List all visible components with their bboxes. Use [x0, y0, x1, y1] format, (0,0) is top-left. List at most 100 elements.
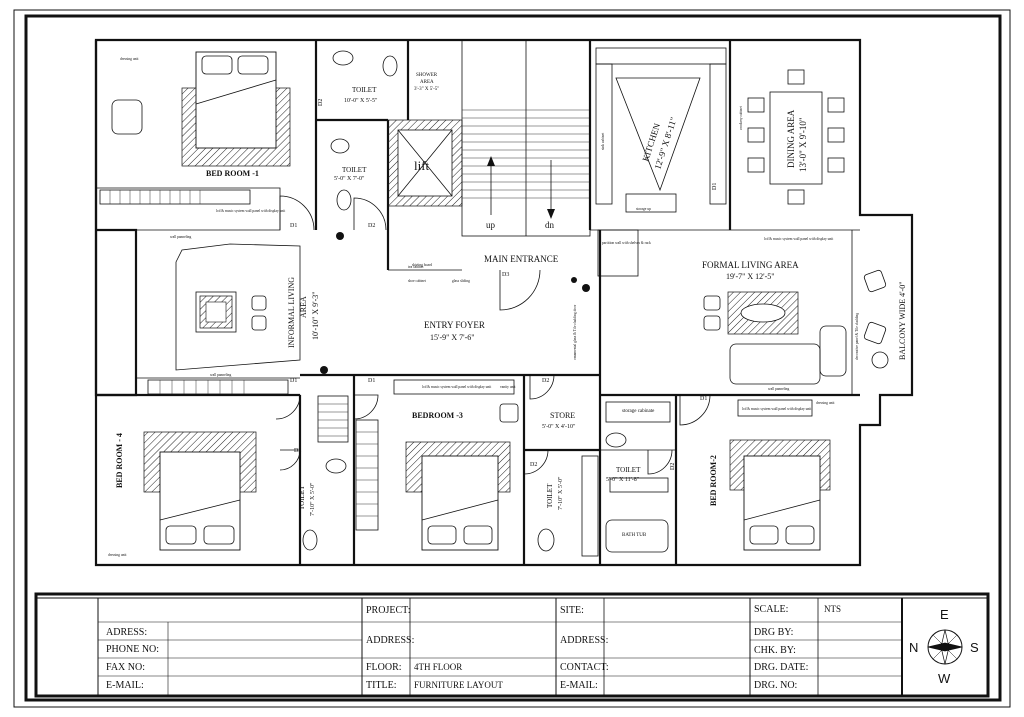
informal-label-2: AREA	[299, 296, 308, 318]
note-dressing: dressing unit	[816, 401, 834, 405]
floor-plan	[94, 38, 914, 567]
title-block: ADRESS: PHONE NO: FAX NO: E-MAIL: PROJEC…	[34, 592, 990, 698]
informal-label: INFORMAL LIVING	[287, 277, 296, 348]
tb-email-label: E-MAIL:	[106, 680, 144, 691]
bath-tub-label: BATH TUB	[622, 533, 647, 538]
inner-border	[24, 14, 1002, 702]
bed2-label: BED ROOM-2	[709, 455, 718, 506]
bed3-label: BEDROOM -3	[412, 411, 463, 420]
tb-scale-value: NTS	[824, 604, 841, 614]
tb-title-value: FURNITURE LAYOUT	[414, 680, 503, 690]
note-decorative: decorative panel & Tile cladding	[855, 313, 859, 360]
note-dressing: dressing unit	[108, 553, 126, 557]
door-tag-d1: D1	[290, 378, 297, 384]
formal-size: 19'-7" X 12'-5"	[726, 272, 775, 281]
tb-drg-date-label: DRG. DATE:	[754, 662, 808, 673]
informal-size: 10'-10" X 9'-3"	[311, 291, 320, 340]
tb-scale-label: SCALE:	[754, 604, 788, 615]
compass-n: N	[909, 640, 918, 655]
toilet1-size: 10'-0" X 5'-5"	[344, 98, 378, 104]
note-vanity: vanity unit	[500, 385, 515, 389]
bed4-label: BED ROOM - 4	[115, 433, 124, 488]
note-cabinet: tea cabinet	[408, 265, 423, 269]
door-tag-d2: D2	[670, 463, 676, 470]
toilet2-size: 5'-0" X 7'-0"	[334, 176, 365, 182]
door-tags: D1 D2 D2 D1 D1 D2 D3 D1 D2 D2 D2 D1	[290, 99, 718, 470]
note-crockery: crockery cabinet	[739, 106, 743, 130]
note-wall-panelling: wall panneling	[170, 235, 191, 239]
formal-label: FORMAL LIVING AREA	[702, 260, 799, 270]
note-storage-up: storage up	[636, 207, 651, 211]
tb-phone-label: PHONE NO:	[106, 644, 159, 655]
door-tag-d3: D3	[502, 272, 509, 278]
bed1-label: BED ROOM -1	[206, 169, 259, 178]
compass-e: E	[940, 607, 949, 622]
tb-drg-by-label: DRG BY:	[754, 627, 793, 638]
note-glass-sliding: glass sliding	[452, 279, 470, 283]
toilet4-size: 7'-10" X 5'-0"	[558, 476, 564, 510]
toilet5-size: 5'-0" X 11'-8"	[606, 477, 640, 483]
dining-label: DINING AREA	[786, 109, 796, 168]
toilet2-label: TOILET	[342, 166, 367, 174]
door-tag-d1: D1	[290, 223, 297, 229]
tb-chk-by-label: CHK. BY:	[754, 645, 796, 656]
shower-label-2: AREA	[420, 80, 434, 85]
tb-title-label: TITLE:	[366, 680, 397, 691]
tb-drg-no-label: DRG. NO:	[754, 680, 797, 691]
tb-floor-value: 4TH FLOOR	[414, 662, 462, 672]
tb-address2-label: ADDRESS:	[366, 635, 414, 646]
tb-project-label: PROJECT:	[366, 605, 411, 616]
note-dressing: dressing unit	[120, 57, 138, 61]
shower-label: SHOWER	[416, 73, 438, 78]
store-label: STORE	[550, 411, 575, 420]
tb-email2-label: E-MAIL:	[560, 680, 598, 691]
annotations: dressing unit lcd & music system wall pa…	[108, 57, 859, 557]
door-tag-d1: D1	[368, 378, 375, 384]
note-lcd: lcd & music system wall panel with displ…	[216, 209, 285, 213]
compass-s: S	[970, 640, 979, 655]
main-entrance-label: MAIN ENTRANCE	[484, 254, 559, 264]
storage-cabinet-label: storage cabinate	[622, 409, 655, 414]
door-tag-d2: D2	[318, 99, 324, 106]
lift-label: lift	[414, 158, 430, 173]
compass-icon	[927, 629, 963, 665]
stair-up-label: up	[486, 220, 496, 230]
door-tag-d2: D2	[368, 223, 375, 229]
toilet4-label: TOILET	[546, 483, 554, 508]
note-wall-panelling: wall panneling	[210, 373, 231, 377]
note-partition: partition wall with shelves & rack	[602, 241, 651, 245]
note-skirting: skirting board	[412, 263, 432, 267]
note-lcd: lcd & music system wall panel with displ…	[742, 407, 811, 411]
tb-fax-label: FAX NO:	[106, 662, 145, 673]
tb-address3-label: ADDRESS:	[560, 635, 608, 646]
note-sink: sink cabinet	[601, 133, 605, 150]
tb-contact-label: CONTACT:	[560, 662, 609, 673]
store-size: 5'-0" X 4'-10"	[542, 424, 576, 430]
toilet3-size: 7'-10" X 5'-0"	[310, 482, 316, 516]
toilet3-label: TOILET	[298, 485, 306, 510]
compass-w: W	[938, 671, 951, 686]
door-tag-d2: D2	[530, 462, 537, 468]
door-tag-d2: D2	[294, 448, 301, 454]
toilet5-label: TOILET	[616, 466, 641, 474]
stair-dn-label: dn	[545, 220, 555, 230]
outer-border	[13, 9, 1011, 708]
door-tag-d1: D1	[712, 183, 718, 190]
dining-size: 13'-0" X 9'-10"	[798, 117, 808, 172]
tb-floor-label: FLOOR:	[366, 662, 402, 673]
door-tag-d1: D1	[700, 396, 707, 402]
door-tag-d2: D2	[542, 378, 549, 384]
balcony-label: BALCONY WIDE 4'-0"	[898, 282, 907, 360]
note-ornamental: ornamental glass & Tile cladding door	[573, 304, 577, 360]
foyer-size: 15'-9" X 7'-6"	[430, 333, 475, 342]
note-wall-panelling: wall panneling	[768, 387, 789, 391]
note-lcd: lcd & music system wall panel with displ…	[422, 385, 491, 389]
tb-address-label: ADRESS:	[106, 627, 147, 638]
foyer-label: ENTRY FOYER	[424, 320, 485, 330]
note-shoe: shoe cabinet	[408, 279, 426, 283]
note-lcd: lcd & music system wall panel with displ…	[764, 237, 833, 241]
tb-site-label: SITE:	[560, 605, 584, 616]
toilet1-label: TOILET	[352, 86, 377, 94]
shower-size: 3'-3" X 5'-5"	[414, 87, 439, 92]
